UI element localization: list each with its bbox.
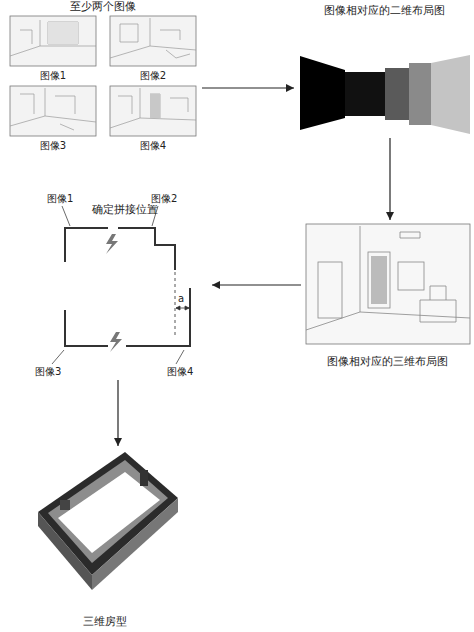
- segment-label: 图像1: [46, 193, 74, 205]
- image-group: 至少两个图像图像1 图像2 图像3 图像4: [5, 0, 200, 156]
- figure-panel: 三维房型: [30, 448, 180, 628]
- segment-label: 图像2: [150, 193, 178, 205]
- figure-caption: 至少两个图像: [5, 0, 200, 13]
- flow-arrow: [212, 281, 301, 289]
- image-thumbnail: 图像4: [108, 84, 198, 152]
- figure-panel: 图像相对应的二维布局图: [296, 4, 472, 136]
- flow-arrow: [202, 84, 294, 92]
- segment-label: 图像4: [166, 366, 194, 378]
- figure-caption: 图像相对应的二维布局图: [296, 4, 472, 17]
- figure-caption: 图像相对应的三维布局图: [303, 355, 471, 368]
- image-thumbnail: 图像3: [8, 84, 98, 152]
- image-label: 图像3: [8, 139, 98, 152]
- image-label: 图像4: [108, 139, 198, 152]
- image-label: 图像2: [108, 69, 198, 82]
- figure-caption: 三维房型: [30, 615, 180, 628]
- figure-panel: 确定拼接位置: [40, 203, 210, 378]
- figure-panel: 图像相对应的三维布局图: [303, 222, 471, 368]
- flow-arrow: [114, 380, 122, 446]
- image-thumbnail: 图像1: [8, 14, 98, 82]
- flow-arrow: [386, 138, 394, 220]
- dimension-label: a: [177, 293, 185, 305]
- image-label: 图像1: [8, 69, 98, 82]
- segment-label: 图像3: [34, 366, 62, 378]
- image-thumbnail: 图像2: [108, 14, 198, 82]
